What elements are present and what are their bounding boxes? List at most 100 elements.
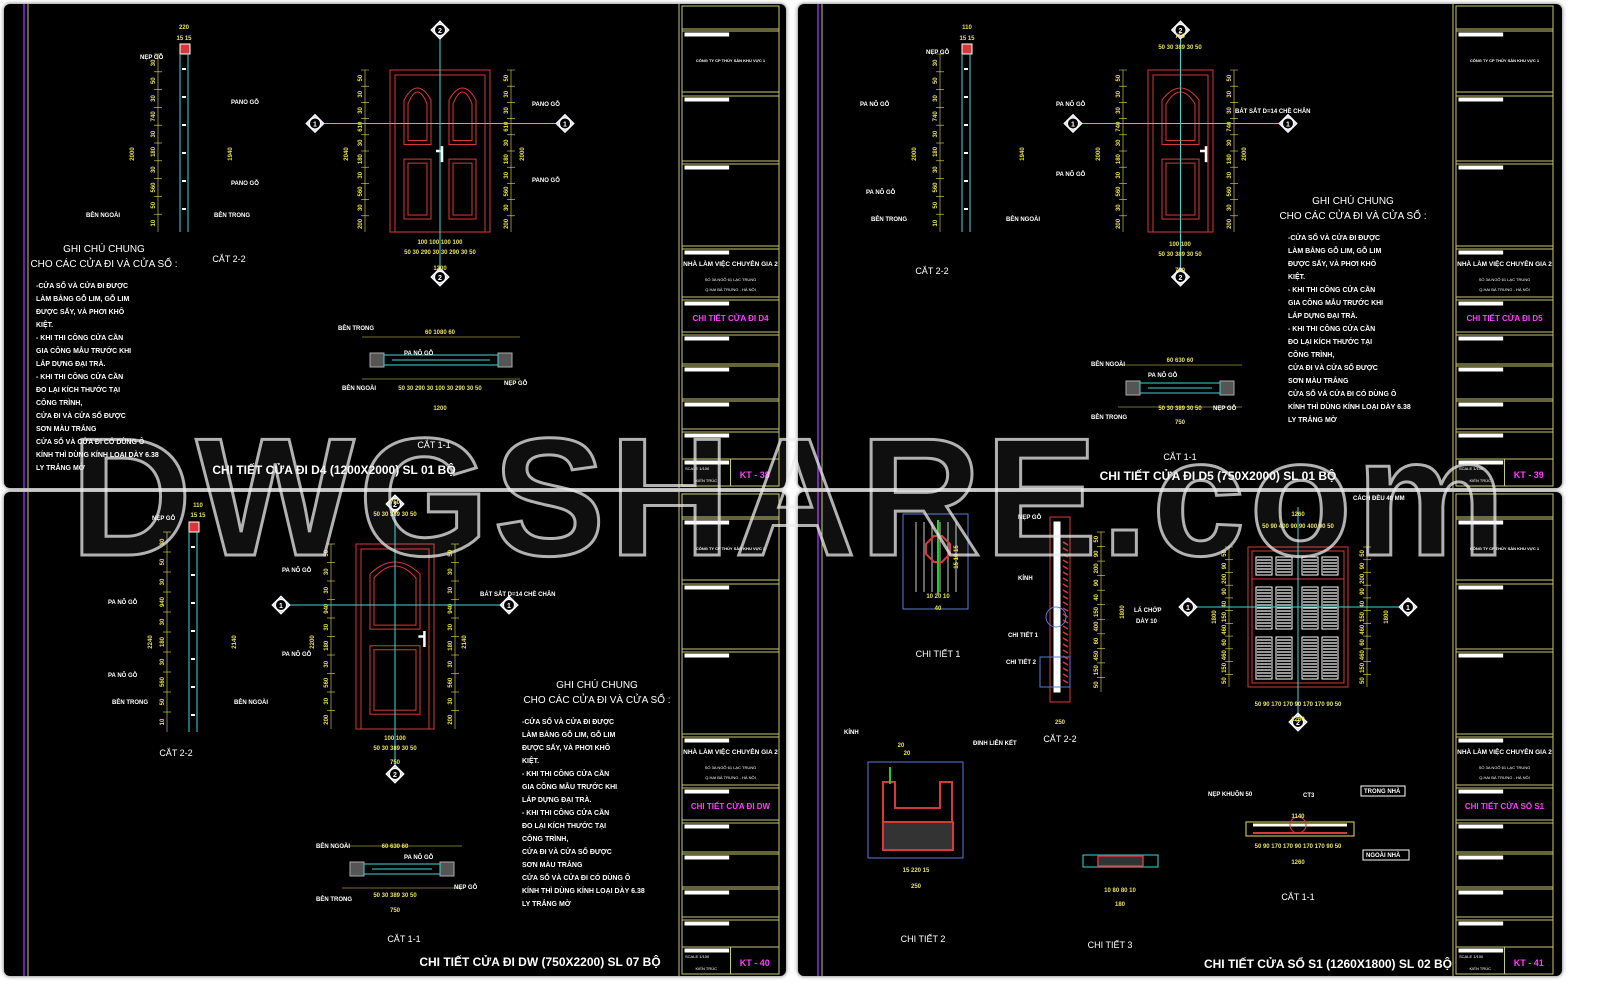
project-name: NHÀ LÀM VIỆC CHUYÊN GIA 2 bbox=[1457, 747, 1552, 756]
axis-circle-icon bbox=[503, 599, 515, 612]
dimension-value: 30 bbox=[160, 538, 166, 545]
dimension-value: 740 bbox=[1116, 121, 1122, 132]
notes-line: CỬA SỔ VÀ CỬA ĐI CÓ DÙNG Ô bbox=[36, 437, 145, 446]
door-handle-icon bbox=[1200, 146, 1208, 163]
dimension-value: 150 bbox=[1222, 662, 1228, 673]
dimension-value: 150 bbox=[1094, 606, 1100, 617]
drawing-label: PANO GỖ bbox=[532, 101, 560, 108]
drawing-label: NẸP KHUÔN 50 bbox=[1208, 790, 1253, 798]
sheet-number: KT - 41 bbox=[1514, 958, 1544, 968]
louver-blade bbox=[1062, 541, 1069, 546]
dimension-value: 200 bbox=[1222, 573, 1228, 584]
dimension-value: 20 bbox=[898, 743, 905, 749]
notes-line: -CỬA SỔ VÀ CỬA ĐI ĐƯỢC bbox=[1288, 233, 1380, 242]
dimension-value: 200 bbox=[1094, 563, 1100, 574]
drawing-label: NGOÀI NHÀ bbox=[1366, 852, 1401, 859]
title-block-row bbox=[1455, 888, 1554, 918]
dimension-value: 460 bbox=[1222, 624, 1228, 635]
title-block-row bbox=[681, 248, 780, 298]
arched-panel bbox=[452, 91, 473, 142]
louver-panel bbox=[1301, 636, 1319, 680]
wall-hatch bbox=[1219, 380, 1235, 396]
dimension-value: 30 bbox=[1116, 90, 1122, 97]
notes-line: LY TRẮNG MỜ bbox=[36, 463, 85, 472]
notes-line: - KHI THI CÔNG CỬA CẦN bbox=[1288, 284, 1375, 294]
dimension-value: 610 bbox=[358, 121, 364, 132]
axis-marker-2: 2 bbox=[430, 20, 450, 40]
drawing-label: BÊN TRONG bbox=[1091, 413, 1127, 421]
field-caption bbox=[684, 367, 730, 372]
dimension-value: 30 bbox=[504, 204, 510, 211]
field-caption bbox=[684, 653, 730, 658]
blade-hatch bbox=[1097, 855, 1144, 867]
axis-number: 2 bbox=[393, 772, 397, 779]
dimension-value: 560 bbox=[933, 182, 939, 193]
axis-marker-2: 2 bbox=[430, 267, 450, 287]
dimension-value: 250 bbox=[1055, 720, 1066, 726]
drawing-label: PA NÔ GỖ bbox=[1056, 100, 1086, 108]
notes-line: ĐO LẠI KÍCH THƯỚC TẠI bbox=[522, 821, 606, 830]
dimension-value: 50 bbox=[151, 77, 157, 84]
notes-line: LÀM BẰNG GỖ LIM, GỖ LIM bbox=[522, 730, 615, 739]
notes-line: LÀM BẰNG GỖ LIM, GỖ LIM bbox=[1288, 246, 1381, 255]
title-block-row bbox=[1455, 163, 1554, 247]
title-block-row bbox=[681, 822, 780, 853]
notes-heading: CHO CÁC CỬA ĐI VÀ CỬA SỔ : bbox=[523, 693, 670, 706]
project-address: SỐ 3A NGÕ 61 LẠC TRUNG bbox=[705, 277, 757, 282]
axis-number: 1 bbox=[279, 603, 283, 610]
louver-frame bbox=[1321, 556, 1339, 576]
field-caption bbox=[1458, 855, 1504, 860]
dimension-value: 30 bbox=[933, 166, 939, 173]
dimension-value: 200 bbox=[1360, 573, 1366, 584]
notes-line: CỬA SỔ VÀ CỬA ĐI CÓ DÙNG Ô bbox=[1288, 389, 1397, 398]
dimension-value: 30 bbox=[1227, 90, 1233, 97]
dimension-value: 1260 bbox=[1291, 717, 1305, 723]
dimension-value: 50 bbox=[1094, 535, 1100, 542]
axis-number: 2 bbox=[393, 502, 397, 509]
dimension-value: 30 bbox=[324, 568, 330, 575]
drawing-label: BÊN TRONG bbox=[112, 698, 148, 706]
notes-line: LẮP DỰNG ĐẠI TRÀ. bbox=[1288, 311, 1358, 320]
dimension-value: 460 bbox=[1360, 650, 1366, 661]
title-block-row bbox=[1455, 493, 1554, 518]
dimension-value: 560 bbox=[504, 186, 510, 197]
discipline: KIẾN TRÚC bbox=[696, 478, 718, 483]
wall-hatch bbox=[497, 352, 513, 368]
dimension-value: 30 bbox=[151, 130, 157, 137]
dimension-value: 30 bbox=[448, 697, 454, 704]
title-block-row bbox=[681, 334, 780, 365]
section-strip bbox=[188, 521, 200, 732]
notes-line: - KHI THI CÔNG CỬA CẦN bbox=[522, 768, 609, 778]
axis-marker-2: 2 bbox=[1288, 712, 1308, 732]
dimension-value: 2040 bbox=[344, 147, 350, 161]
title-block-row bbox=[681, 888, 780, 918]
dimension-value: 740 bbox=[1227, 121, 1233, 132]
dimension-value: 50 bbox=[1360, 549, 1366, 556]
lower-panel bbox=[403, 158, 432, 220]
dimension-value: 30 bbox=[504, 107, 510, 114]
dimension-value: 610 bbox=[504, 121, 510, 132]
louver-frame bbox=[1275, 586, 1293, 630]
drawing-label: CHI TIẾT 1 bbox=[916, 649, 961, 659]
drawing-label: PA NÔ GỖ bbox=[1148, 371, 1178, 379]
dimension-value: 750 bbox=[390, 500, 401, 506]
drawing-label: BÊN TRONG bbox=[338, 324, 374, 332]
axis-circle-icon bbox=[1174, 24, 1187, 36]
dimension-value: 450 bbox=[1094, 650, 1100, 661]
louver-frame bbox=[1321, 636, 1339, 680]
notes-line: - KHI THI CÔNG CỬA CẦN bbox=[36, 332, 123, 342]
field-caption bbox=[684, 585, 730, 590]
dimension-value: 1940 bbox=[1020, 147, 1026, 161]
axis-circle-icon bbox=[1292, 716, 1304, 728]
axis-circle-icon bbox=[275, 599, 287, 612]
louver-panel bbox=[1301, 586, 1319, 630]
project-address: SỐ 3A NGÕ 61 LẠC TRUNG bbox=[705, 765, 757, 770]
dimension-value: 2000 bbox=[520, 147, 526, 161]
drawing-label: PA NÔ GỖ bbox=[282, 650, 312, 658]
louver-panel bbox=[1275, 586, 1293, 630]
